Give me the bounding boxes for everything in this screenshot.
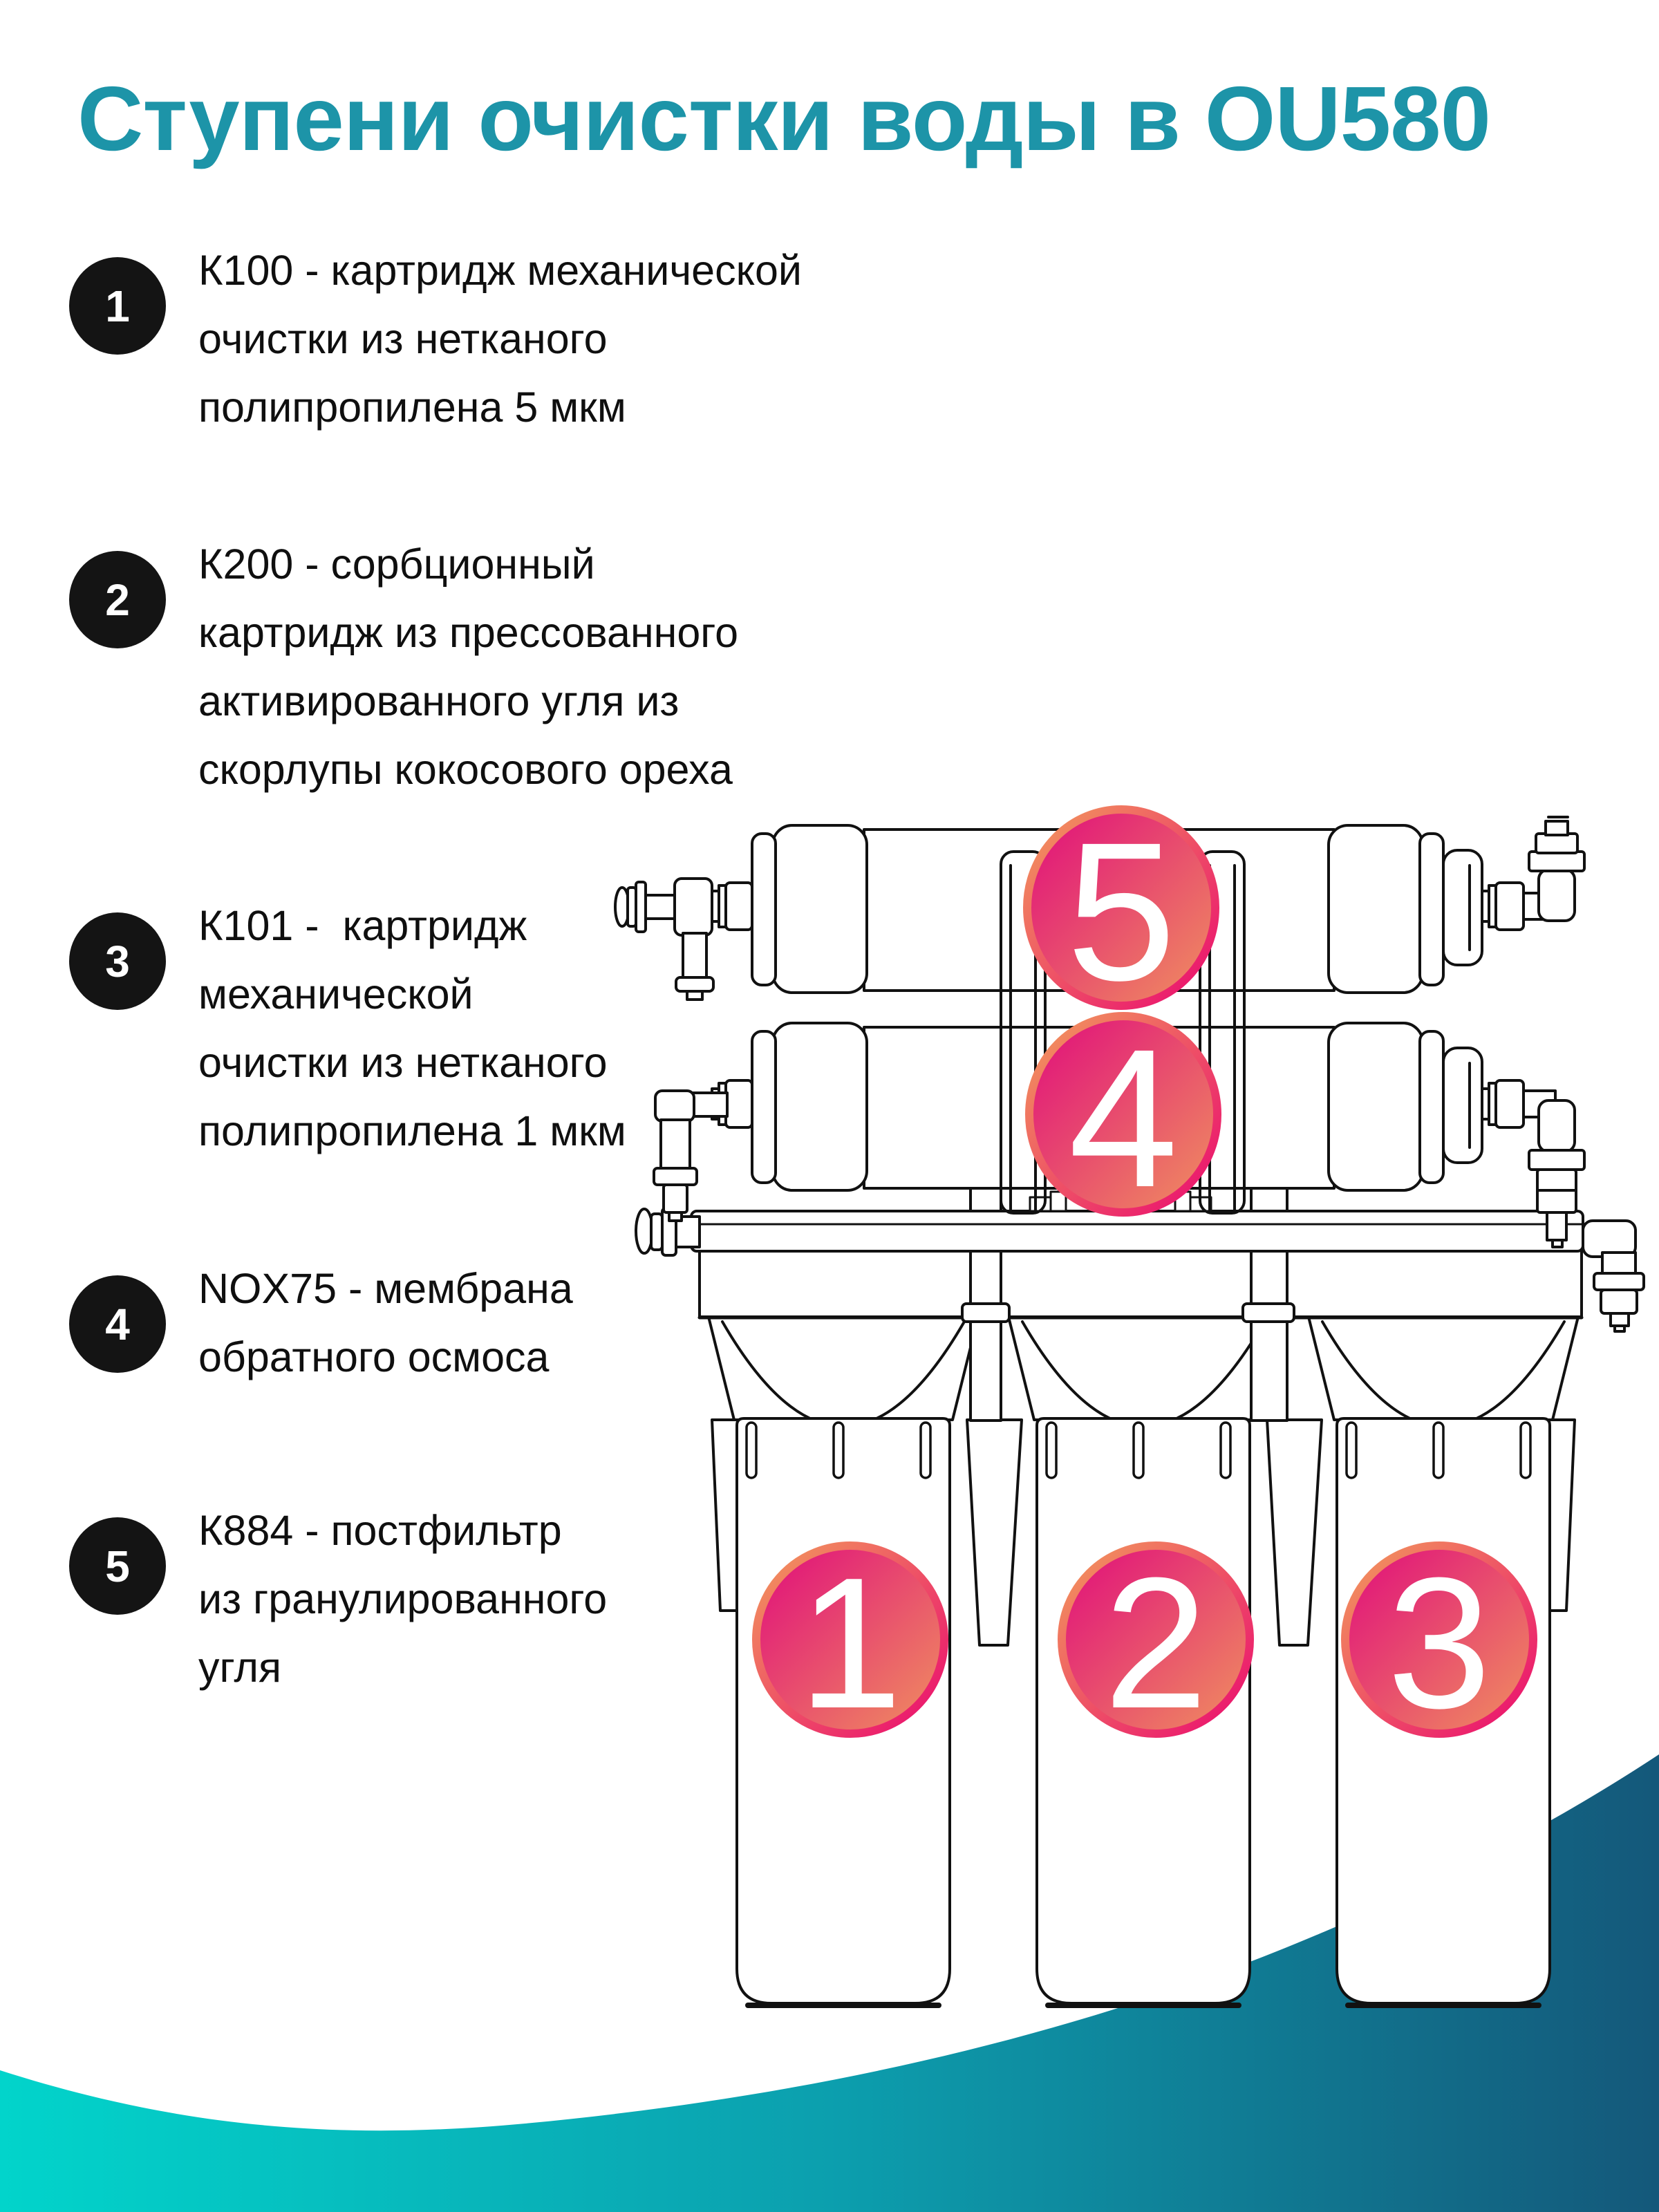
step-1-line: полипропилена 5 мкм bbox=[198, 384, 626, 431]
step-5-line: угля bbox=[198, 1644, 282, 1691]
stage-badge-2-number: 2 bbox=[1104, 1539, 1208, 1747]
step-3-line: К101 - картридж bbox=[198, 902, 527, 949]
stage-badge-4: 4 bbox=[1025, 1009, 1221, 1228]
head-brackets bbox=[711, 1418, 1576, 1647]
step-2-line: скорлупы кокосового ореха bbox=[198, 746, 733, 793]
stage-badge-3: 3 bbox=[1341, 1539, 1537, 1747]
stage-badge-3-number: 3 bbox=[1387, 1539, 1491, 1747]
step-1-description: К100 - картридж механической очистки из … bbox=[198, 236, 802, 442]
bottom-wave bbox=[0, 1754, 1659, 2212]
step-2-bullet: 2 bbox=[69, 551, 166, 648]
step-5-line: из гранулированного bbox=[198, 1575, 608, 1622]
step-2-line: К200 - сорбционный bbox=[198, 541, 595, 588]
stage-badge-5-number: 5 bbox=[1067, 802, 1177, 1022]
step-3-description: К101 - картридж механической очистки из … bbox=[198, 892, 626, 1165]
manifold-bar bbox=[635, 1190, 1645, 1333]
step-3-number: 3 bbox=[105, 936, 130, 986]
step-4-line: обратного осмоса bbox=[198, 1333, 550, 1380]
step-4-line: NOX75 - мембрана bbox=[198, 1265, 573, 1312]
step-3-line: механической bbox=[198, 971, 474, 1018]
stage-badge-4-number: 4 bbox=[1069, 1009, 1179, 1228]
stage-badge-1-number: 1 bbox=[798, 1539, 902, 1747]
step-3-bullet: 3 bbox=[69, 912, 166, 1010]
step-5-description: К884 - постфильтр из гранулированного уг… bbox=[198, 1497, 607, 1702]
step-4-description: NOX75 - мембрана обратного осмоса bbox=[198, 1255, 573, 1391]
step-5-bullet: 5 bbox=[69, 1517, 166, 1615]
page-title: Ступени очистки воды в OU580 bbox=[77, 68, 1491, 169]
step-2-line: активированного угля из bbox=[198, 677, 679, 724]
step-2-description: К200 - сорбционный картридж из прессован… bbox=[198, 530, 738, 804]
step-5-line: К884 - постфильтр bbox=[198, 1507, 562, 1554]
stage-badge-1: 1 bbox=[752, 1539, 948, 1747]
step-1-line: К100 - картридж механической bbox=[198, 247, 802, 294]
step-3-line: полипропилена 1 мкм bbox=[198, 1107, 626, 1154]
step-2-line: картридж из прессованного bbox=[198, 609, 739, 656]
step-2-number: 2 bbox=[105, 574, 130, 625]
manifold-shoulder-band bbox=[698, 1249, 1583, 1318]
stage-badge-5: 5 bbox=[1023, 802, 1219, 1022]
step-3-line: очистки из нетканого bbox=[198, 1039, 608, 1086]
step-1-line: очистки из нетканого bbox=[198, 315, 608, 362]
step-1-bullet: 1 bbox=[69, 257, 166, 355]
step-1-number: 1 bbox=[105, 281, 130, 331]
stage-badge-2: 2 bbox=[1058, 1539, 1254, 1747]
step-5-number: 5 bbox=[105, 1541, 130, 1591]
step-4-bullet: 4 bbox=[69, 1275, 166, 1373]
housing-heads bbox=[697, 1315, 1584, 1428]
manifold-right-fitting bbox=[1582, 1219, 1645, 1333]
stage-badges: 5 4 1 2 3 bbox=[752, 802, 1537, 1747]
step-4-number: 4 bbox=[105, 1299, 130, 1349]
